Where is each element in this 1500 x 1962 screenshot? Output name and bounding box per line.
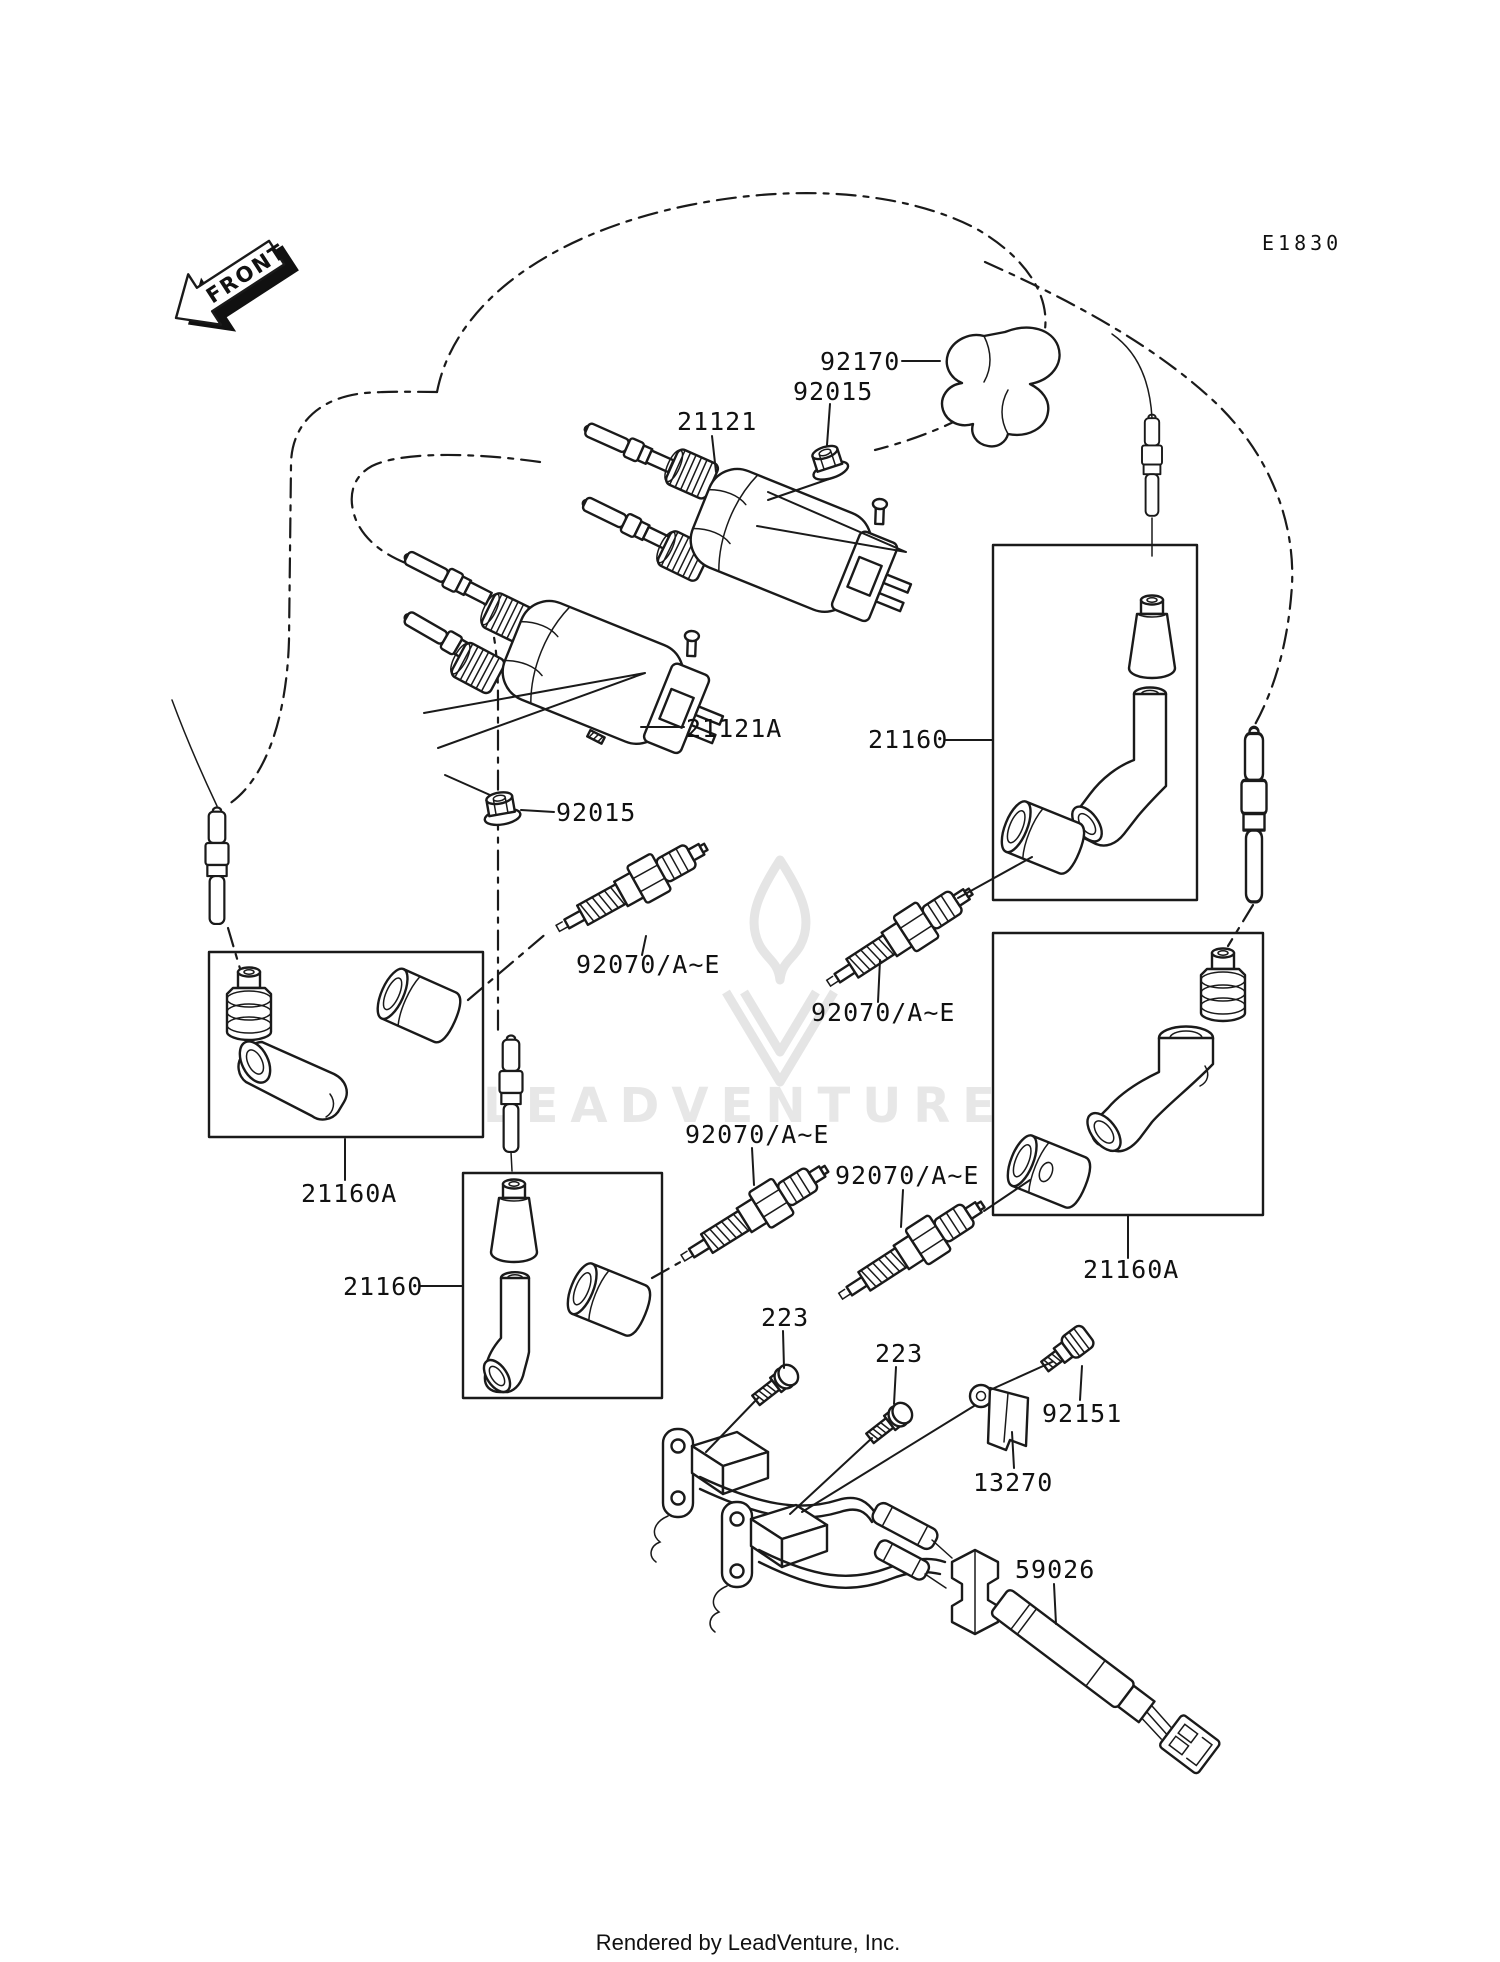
label-92070-3: 92070/A~E — [685, 1120, 829, 1149]
screw-223-1 — [748, 1359, 804, 1411]
wire-terminal-right-upper — [1141, 413, 1163, 517]
leadventure-watermark: LEADVENTURE — [483, 855, 1007, 1134]
bolt-92151 — [1040, 1324, 1095, 1373]
label-21160-lower: 21160 — [343, 1272, 423, 1301]
pickup-coil-assembly — [650, 1427, 953, 1633]
harness-connector — [1158, 1714, 1221, 1775]
nut-92015-upper — [804, 440, 852, 485]
label-92070-1: 92070/A~E — [576, 950, 720, 979]
label-21121a: 21121A — [686, 714, 782, 743]
front-arrow: FRONT — [174, 239, 299, 332]
elbow-boot — [1086, 1025, 1215, 1153]
wire-terminal-right-lower — [1239, 725, 1269, 904]
label-59026: 59026 — [1015, 1555, 1095, 1584]
label-92070-2: 92070/A~E — [811, 998, 955, 1027]
figure-code: E1830 — [1262, 231, 1342, 255]
label-21160-right: 21160 — [868, 725, 948, 754]
label-223-1: 223 — [761, 1303, 809, 1332]
plug-cap-kit-21160a-right — [991, 931, 1265, 1217]
part-labels: 92170 92015 21121 21121A 21160 92015 920… — [301, 347, 1179, 1584]
watermark-flame-icon — [749, 855, 811, 985]
elbow-boot — [1071, 686, 1168, 847]
harness-59026 — [950, 1548, 1221, 1775]
label-92070-4: 92070/A~E — [835, 1161, 979, 1190]
clamp-13270 — [968, 1383, 1030, 1452]
label-92170: 92170 — [820, 347, 900, 376]
plug-cap-kit-21160a-left — [207, 950, 485, 1139]
label-92151: 92151 — [1042, 1399, 1122, 1428]
elbow-boot — [482, 1270, 531, 1394]
plug-cap-kit-21160-right — [991, 543, 1199, 902]
wire-terminal-left — [204, 806, 230, 926]
watermark-v-icon — [722, 989, 838, 1087]
spark-plug-3 — [670, 1149, 839, 1278]
leader-lines — [344, 360, 1129, 1625]
spark-plug-4 — [828, 1185, 996, 1316]
label-92015-upper: 92015 — [793, 377, 873, 406]
nut-92015-lower — [479, 788, 523, 829]
ignition-coil-21121 — [577, 417, 913, 623]
watermark-text: LEADVENTURE — [483, 1078, 1007, 1134]
label-13270: 13270 — [973, 1468, 1053, 1497]
label-92015-lower: 92015 — [556, 798, 636, 827]
plug-cap-kit-21160-lower — [461, 1171, 664, 1400]
label-21121: 21121 — [677, 407, 757, 436]
label-21160a-right: 21160A — [1083, 1255, 1179, 1284]
label-223-2: 223 — [875, 1339, 923, 1368]
wire-terminal-middle — [498, 1034, 524, 1154]
ignition-coil-21121a — [398, 545, 725, 755]
elbow-boot — [237, 1040, 348, 1121]
label-21160a-left: 21160A — [301, 1179, 397, 1208]
spark-plug-2 — [816, 872, 984, 1003]
render-credit: Rendered by LeadVenture, Inc. — [596, 1930, 901, 1955]
clamp-92170 — [940, 326, 1061, 448]
spark-plug-1 — [546, 827, 718, 949]
